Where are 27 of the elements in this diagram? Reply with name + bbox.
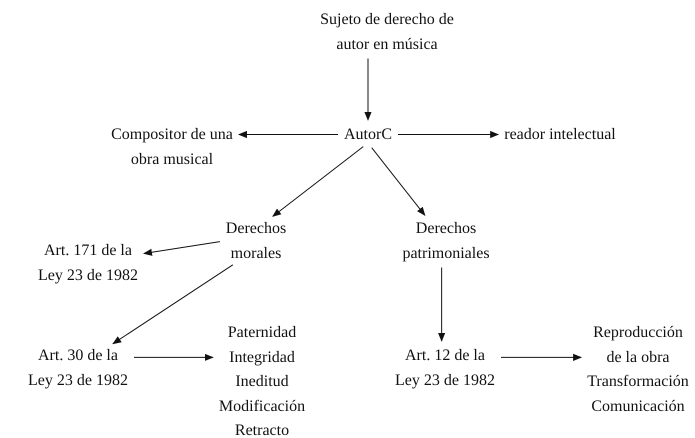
node-text: Art. 30 de la Ley 23 de 1982	[27, 346, 129, 390]
node-text: Compositor de una obra musical	[110, 125, 234, 170]
node-text: Art. 12 de la Ley 23 de 1982	[394, 346, 496, 390]
arrow	[364, 58, 372, 121]
node-text: Art. 171 de la Ley 23 de 1982	[37, 241, 139, 286]
node-text: Reproducción de la obra	[592, 323, 684, 368]
arrow	[398, 130, 500, 138]
node-text: reador intelectual	[503, 125, 617, 145]
arrow	[371, 147, 426, 216]
node-text: Derechos patrimoniales	[401, 219, 491, 264]
node-text: Sujeto de derecho de autor en música	[319, 10, 455, 54]
arrow	[238, 130, 338, 138]
node-text: AutorC	[343, 125, 393, 145]
node-text: Paternidad	[226, 323, 298, 343]
node-text: Ineditud	[234, 372, 290, 392]
node-text: Transformación	[586, 372, 690, 392]
node-text: Integridad	[228, 348, 296, 368]
arrow	[143, 241, 220, 256]
node-text: Derechos morales	[224, 219, 288, 264]
arrow	[438, 267, 446, 342]
node-text: Modificación	[218, 396, 306, 416]
node-text: Comunicación	[590, 396, 686, 416]
arrow	[272, 146, 364, 217]
node-text: Retracto	[234, 421, 290, 438]
arrow	[133, 354, 214, 361]
arrow	[500, 354, 582, 361]
arrow	[112, 264, 234, 344]
